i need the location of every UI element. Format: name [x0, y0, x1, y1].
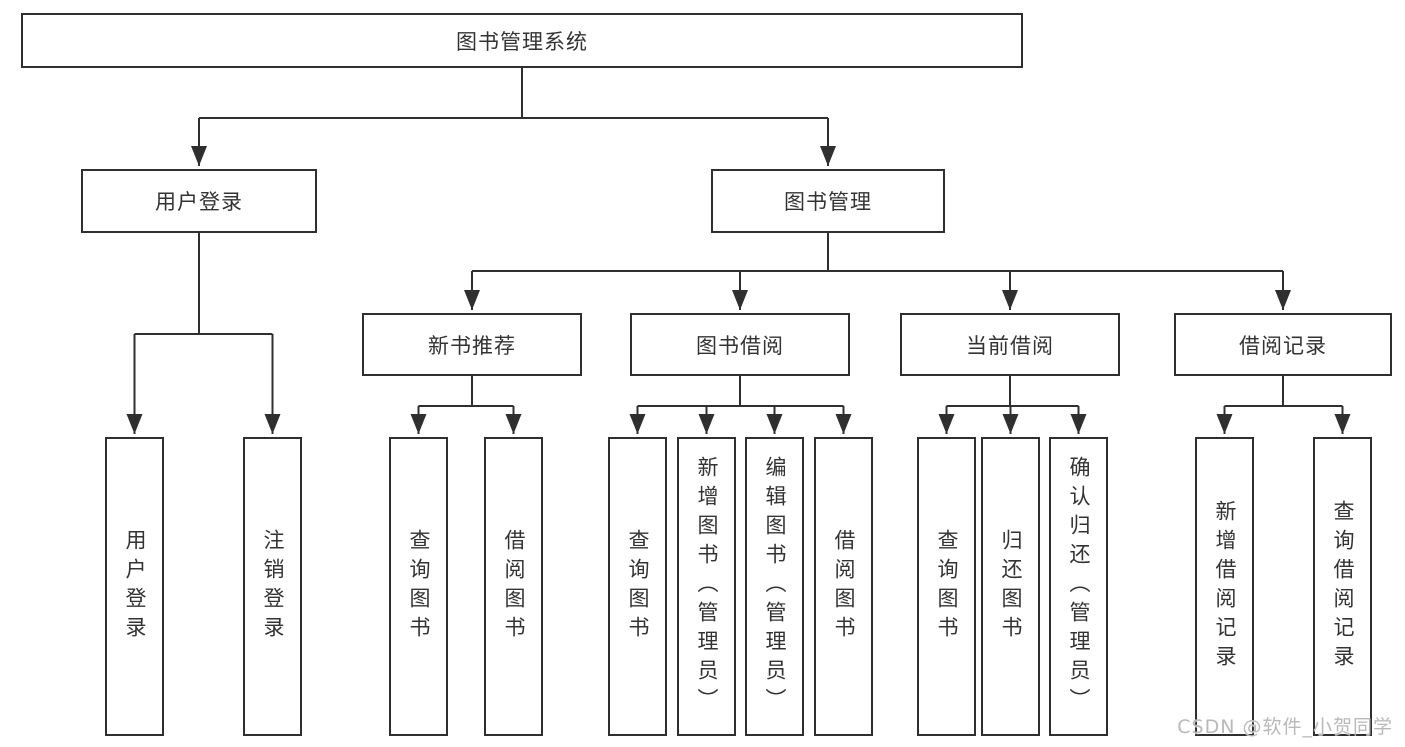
leaf-logout: 注销登录 [243, 437, 302, 736]
leaf-confirm-return-admin: 确认归还（管理员） [1049, 437, 1108, 736]
leaf-borrow-book: 借阅图书 [814, 437, 873, 736]
leaf-query-borrow-record: 查询借阅记录 [1313, 437, 1372, 736]
node-user-login: 用户登录 [81, 169, 317, 233]
node-borrow-record-label: 借阅记录 [1239, 333, 1327, 358]
leaf-recommend-borrow-book: 借阅图书 [484, 437, 543, 736]
node-new-book-recommend-label: 新书推荐 [428, 333, 516, 358]
leaf-borrow-query-book: 查询图书 [608, 437, 667, 736]
node-book-borrow: 图书借阅 [630, 313, 850, 376]
leaf-recommend-query-book: 查询图书 [389, 437, 448, 736]
node-book-management-label: 图书管理 [784, 190, 872, 214]
root-node-label: 图书管理系统 [456, 29, 588, 54]
leaf-user-login: 用户登录 [105, 437, 164, 736]
leaf-logout-label: 注销登录 [261, 528, 285, 645]
leaf-borrow-book-label: 借阅图书 [832, 528, 856, 645]
node-user-login-label: 用户登录 [155, 190, 243, 214]
node-borrow-record: 借阅记录 [1174, 313, 1392, 376]
node-current-borrow: 当前借阅 [900, 313, 1120, 376]
node-current-borrow-label: 当前借阅 [966, 333, 1054, 358]
leaf-add-book-admin: 新增图书（管理员） [677, 437, 736, 736]
leaf-return-book-label: 归还图书 [999, 528, 1023, 645]
node-book-borrow-label: 图书借阅 [696, 333, 784, 358]
leaf-add-borrow-record-label: 新增借阅记录 [1213, 499, 1237, 674]
leaf-borrow-query-book-label: 查询图书 [626, 528, 650, 645]
leaf-edit-book-admin-label: 编辑图书（管理员） [763, 456, 787, 717]
leaf-add-book-admin-label: 新增图书（管理员） [695, 456, 719, 717]
leaf-current-query-book-label: 查询图书 [935, 528, 959, 645]
leaf-recommend-borrow-book-label: 借阅图书 [502, 528, 526, 645]
root-node-library-management-system: 图书管理系统 [21, 13, 1023, 68]
csdn-watermark: CSDN @软件_小贺同学 [1177, 716, 1393, 738]
leaf-current-query-book: 查询图书 [917, 437, 976, 736]
node-new-book-recommend: 新书推荐 [362, 313, 582, 376]
leaf-query-borrow-record-label: 查询借阅记录 [1331, 499, 1355, 674]
leaf-add-borrow-record: 新增借阅记录 [1195, 437, 1254, 736]
leaf-recommend-query-book-label: 查询图书 [407, 528, 431, 645]
node-book-management: 图书管理 [711, 169, 945, 233]
leaf-confirm-return-admin-label: 确认归还（管理员） [1067, 456, 1091, 717]
leaf-user-login-label: 用户登录 [123, 528, 147, 645]
leaf-edit-book-admin: 编辑图书（管理员） [745, 437, 804, 736]
leaf-return-book: 归还图书 [981, 437, 1040, 736]
